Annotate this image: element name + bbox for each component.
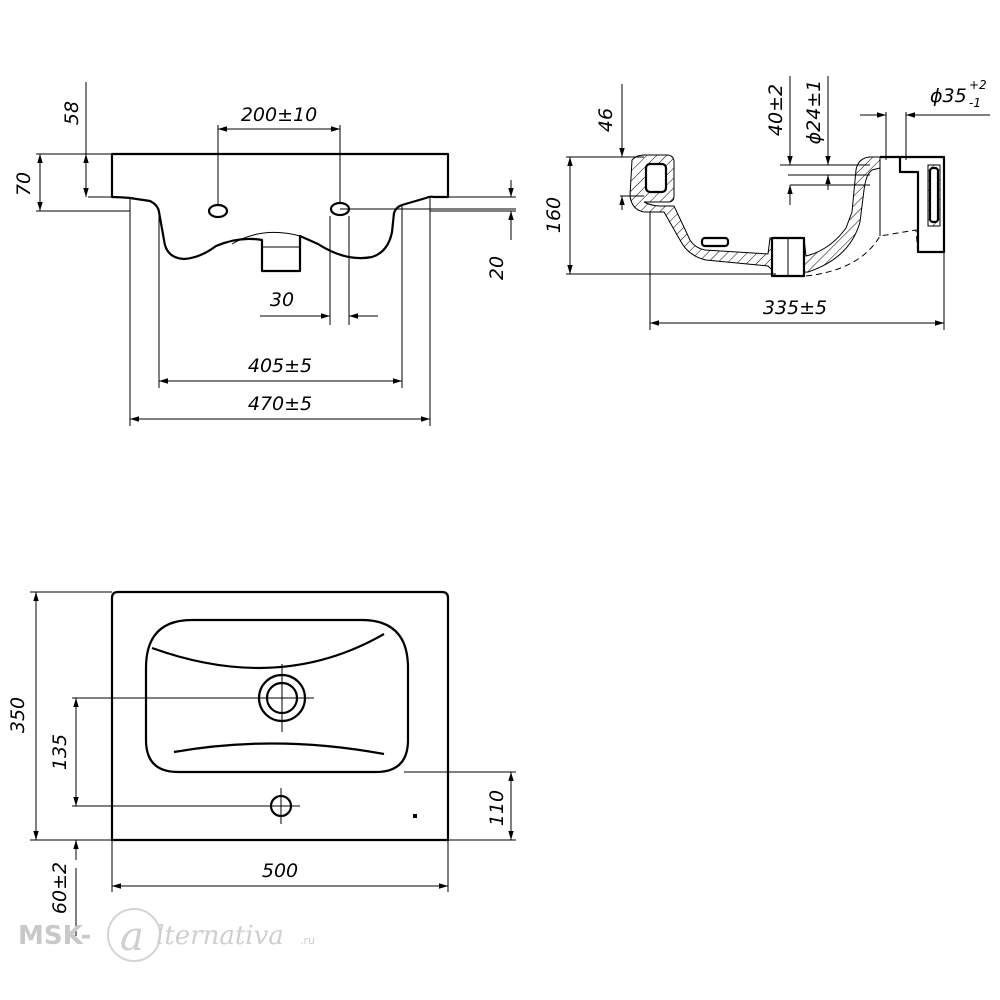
- top-view: 350 135 110 500 60±2: [7, 590, 516, 936]
- watermark-at-icon: a: [120, 914, 144, 960]
- side-hidden-outline: [805, 229, 919, 277]
- dim-335: 335±5: [763, 297, 827, 319]
- front-view-drain-recess: [231, 231, 301, 248]
- dim-20: 20: [486, 256, 508, 280]
- dim-200: 200±10: [241, 104, 317, 126]
- dim-70: 70: [13, 172, 35, 196]
- dim-60: 60±2: [49, 862, 71, 914]
- watermark-domain: .ru: [300, 934, 315, 947]
- dim-35-tol-lower: -1: [969, 96, 981, 110]
- dim-470: 470±5: [248, 393, 312, 415]
- side-slot: [700, 236, 730, 248]
- top-view-marker: [413, 814, 417, 818]
- dim-35: ϕ35: [930, 85, 967, 107]
- dim-30: 30: [270, 289, 294, 311]
- top-view-bowl: [144, 618, 410, 774]
- top-view-bowl-lower-curve: [173, 742, 385, 756]
- side-section-view: 46 160 335±5 40±2 ϕ24±1 ϕ35 +2 -1: [543, 76, 990, 330]
- side-rim-hollow: [644, 162, 668, 194]
- watermark-brand-left: MSK-: [18, 921, 91, 951]
- watermark-brand-right: lternativa: [156, 921, 284, 951]
- front-view-basin-outline: [110, 152, 450, 273]
- watermark: MSK- a lternativa .ru: [18, 908, 315, 962]
- front-view: 200±10 58 70 20 30 405±5 470±5: [13, 82, 516, 426]
- dim-350: 350: [7, 697, 29, 733]
- dim-46: 46: [595, 108, 617, 132]
- dim-135: 135: [49, 734, 71, 770]
- dim-35-tol-upper: +2: [969, 78, 987, 92]
- dim-110: 110: [486, 790, 508, 826]
- side-rim-section: [629, 154, 881, 275]
- dim-405: 405±5: [248, 355, 312, 377]
- dim-58: 58: [61, 101, 83, 125]
- dim-40: 40±2: [765, 84, 787, 136]
- dim-500: 500: [262, 860, 298, 882]
- dim-24: ϕ24±1: [803, 80, 825, 145]
- dim-160: 160: [543, 197, 565, 233]
- top-view-bowl-upper-curve: [151, 633, 385, 670]
